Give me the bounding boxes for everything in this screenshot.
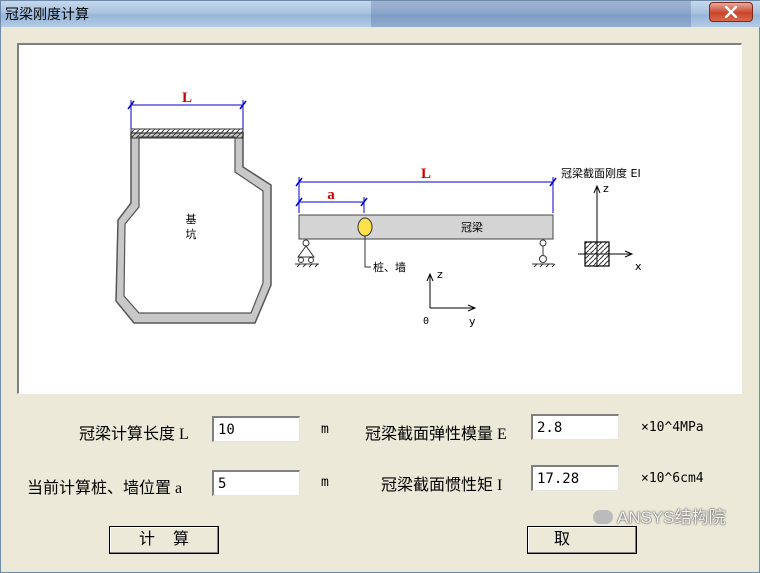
title-bar[interactable]: 冠梁刚度计算 [1,1,760,27]
window-title: 冠梁刚度计算 [5,7,89,23]
beam-label: 冠梁 [461,220,483,234]
length-input[interactable] [212,416,300,442]
calculate-button[interactable]: 计算 [109,526,219,554]
pile-wall-label: 桩、墙 [373,260,406,274]
inertia-input[interactable] [531,465,619,491]
crown-beam-section [130,128,244,139]
beam-length-label: L [421,166,431,182]
inertia-unit: ×10^6cm4 [641,471,704,486]
pit-label-line1: 基 [186,213,197,226]
section-symbol: z x [578,182,642,273]
diagram-panel: L 基 坑 L a [17,43,742,394]
pit-label-line2: 坑 [186,227,197,241]
section-axis-z: z [603,182,609,195]
watermark: ANSYS结构院 [593,503,726,528]
global-axes: z y 0 [423,268,477,328]
pit-length-label: L [182,90,192,106]
modulus-unit: ×10^4MPa [641,420,704,435]
axis-origin-label: 0 [423,316,429,327]
pile-position-input[interactable] [212,470,300,496]
modulus-label: 冠梁截面弹性模量 E [365,426,507,443]
beam-body [298,214,554,240]
close-button[interactable] [709,2,753,22]
pile-position-field-label: 当前计算桩、墙位置 a [27,480,183,497]
diagram-svg: L 基 坑 L a [115,90,642,328]
pit-dimension: L [127,90,247,129]
axis-y-label: y [469,315,476,328]
foundation-pit [115,128,272,324]
length-unit: m [321,422,329,437]
wechat-icon [593,510,613,524]
background-window-ghost [371,1,691,27]
length-label: 冠梁计算长度 L [79,426,189,443]
beam-dimension: L a [295,166,557,213]
left-pin-support [295,239,319,268]
inertia-label: 冠梁截面惯性矩 I [381,477,503,494]
section-title: 冠梁截面刚度 EI [561,166,641,180]
watermark-text: ANSYS结构院 [617,508,726,527]
pile-position-label: a [327,187,335,203]
right-roller-support [532,239,556,268]
section-axis-x: x [635,260,642,273]
pile-marker [357,217,373,237]
pile-leader-line [364,236,371,268]
dialog-client: L 基 坑 L a [5,27,757,570]
cancel-button[interactable]: 取 [527,526,637,554]
modulus-input[interactable] [531,414,619,440]
close-icon [724,6,738,18]
pile-position-unit: m [321,475,329,490]
axis-z-label: z [437,268,443,281]
